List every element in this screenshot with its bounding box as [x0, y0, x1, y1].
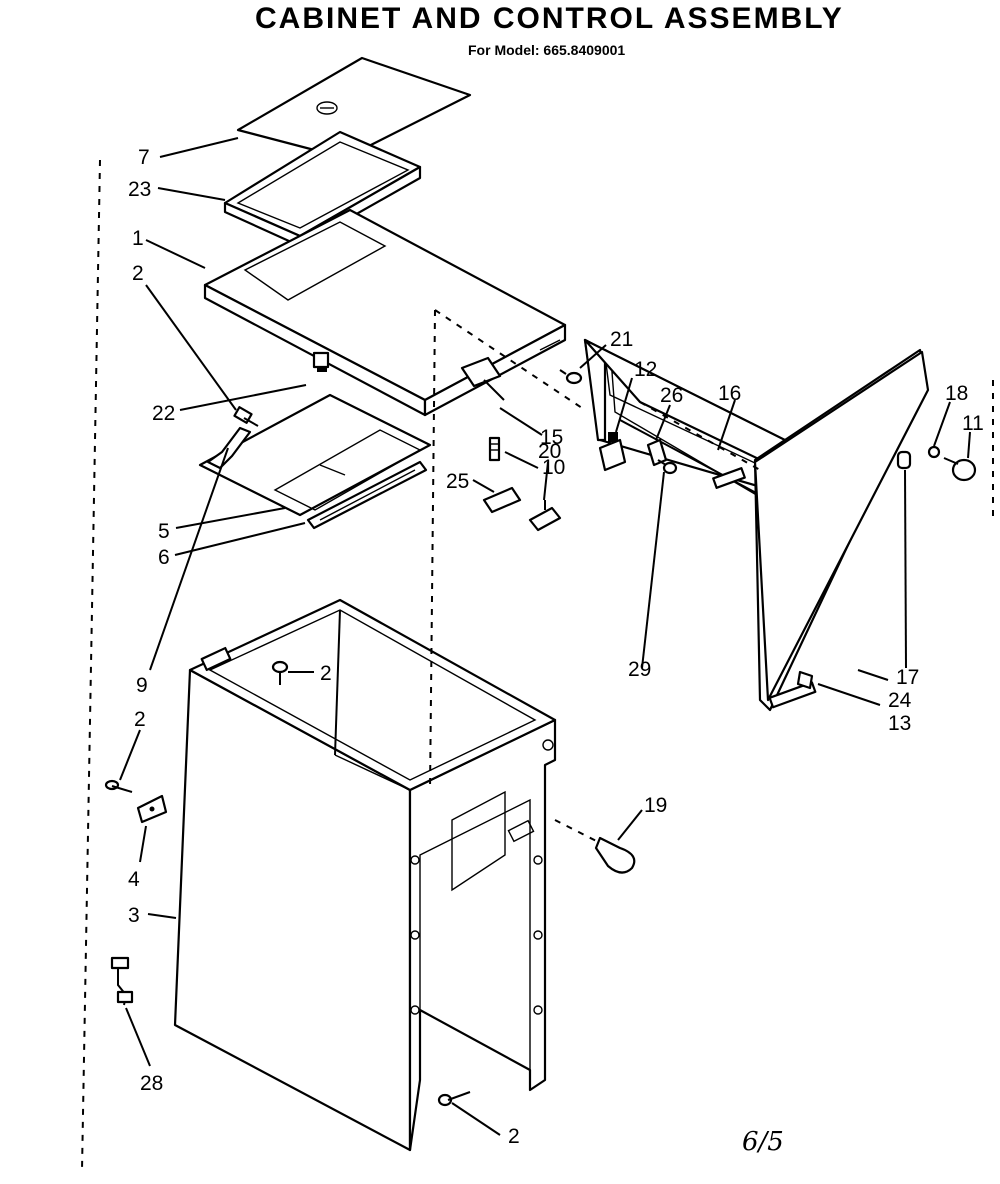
callout-28: 28 — [140, 1072, 163, 1095]
callout-13: 13 — [888, 712, 911, 735]
callout-3: 3 — [128, 904, 140, 927]
part-4-bracket — [136, 794, 168, 824]
part-18-washer — [927, 445, 941, 459]
callout-15: 15 — [540, 426, 563, 449]
callout-25: 25 — [446, 470, 469, 493]
callout-5: 5 — [158, 520, 170, 543]
leader-lines — [119, 137, 971, 1136]
model-subtitle: For Model: 665.8409001 — [468, 42, 626, 58]
part-28-harness — [110, 956, 134, 1006]
callout-4: 4 — [128, 868, 140, 891]
guide-line-vertical — [429, 309, 436, 791]
diagram-title: CABINET AND CONTROL ASSEMBLY — [255, 2, 844, 35]
part-2-screw-bottom — [437, 1091, 471, 1107]
callout-2-inner: 2 — [320, 662, 332, 685]
part-19-knob — [554, 819, 636, 874]
part-29-screw — [657, 459, 678, 475]
guide-line-panel — [639, 401, 761, 471]
callout-11: 11 — [962, 412, 984, 435]
part-12-switch — [598, 432, 627, 472]
callout-12: 12 — [634, 358, 657, 381]
part-17-button — [896, 450, 912, 470]
guide-line-diagonal — [434, 309, 586, 411]
part-13-lens — [796, 670, 814, 690]
part-11-knob — [943, 457, 977, 482]
part-2-screw-left — [104, 779, 133, 793]
part-24-control-panel — [753, 348, 930, 712]
part-22-clip — [312, 351, 330, 372]
callout-22: 22 — [152, 402, 175, 425]
part-10-screw — [488, 436, 501, 462]
left-border-line — [81, 159, 101, 1171]
callout-20: 20 — [538, 440, 561, 463]
callout-23: 23 — [128, 178, 151, 201]
callout-18: 18 — [945, 382, 968, 405]
callout-9: 9 — [136, 674, 148, 697]
part-7-cover-plate — [236, 56, 472, 160]
callout-10: 10 — [542, 456, 565, 479]
part-20-lamp-socket — [528, 500, 562, 532]
callout-17: 17 — [896, 666, 919, 689]
part-6-bracket — [306, 460, 428, 530]
callout-24: 24 — [888, 689, 912, 712]
part-26-clip — [646, 438, 668, 467]
part-15-bracket — [460, 356, 505, 401]
callout-labels: 7 23 1 2 5 6 22 9 2 2 4 3 28 2 21 12 26 … — [128, 146, 984, 1148]
part-1-top-panel — [203, 208, 567, 417]
handwritten-note: 6/5 — [742, 1127, 784, 1157]
part-25-clip — [482, 486, 522, 514]
callout-21: 21 — [610, 328, 633, 351]
callout-2-left: 2 — [134, 708, 146, 731]
part-2-screw-inner — [271, 660, 289, 685]
callout-1: 1 — [132, 227, 144, 250]
part-3-cabinet-body — [173, 598, 557, 1152]
callout-26: 26 — [660, 384, 683, 407]
part-21-screw — [559, 369, 583, 385]
callout-2-bottom: 2 — [508, 1125, 520, 1148]
callout-29: 29 — [628, 658, 651, 681]
callout-2-top: 2 — [132, 262, 144, 285]
callout-19: 19 — [644, 794, 667, 817]
callout-7: 7 — [138, 146, 150, 169]
callout-6: 6 — [158, 546, 170, 569]
part-2-screw-top — [233, 406, 259, 427]
part-5-lower-panel — [198, 393, 432, 517]
callout-16: 16 — [718, 382, 741, 405]
